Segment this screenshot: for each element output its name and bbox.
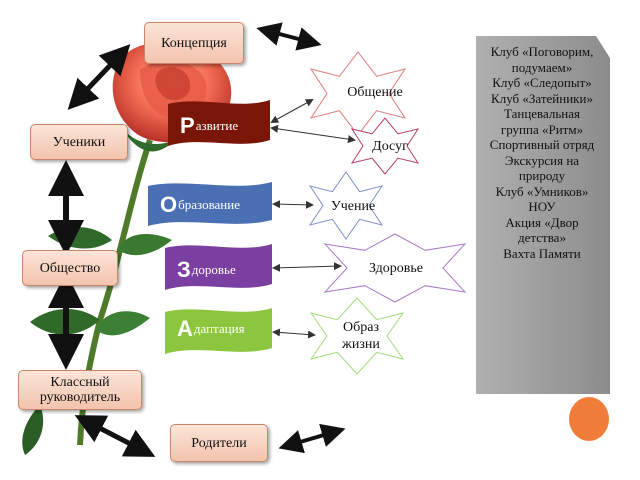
banner-zdorove-shape (165, 244, 272, 290)
star-obraz-zhizni (309, 297, 405, 375)
activity-item: Спортивный отряд (489, 137, 595, 152)
activities-panel (476, 36, 610, 394)
banner-adaptatsiya-initial: А (177, 316, 193, 341)
star-dosug (350, 117, 420, 175)
star-uchenie-label: Учение (330, 198, 376, 214)
activity-item: НОУ (528, 199, 556, 214)
activity-item: Танцевальная группа «Ритм» (500, 106, 584, 137)
banner-obrazovanie-rest: бразование (178, 197, 240, 212)
teacher-box: Классный руководитель (18, 370, 142, 410)
arrow-adaptatsiya-obraz (272, 328, 316, 339)
banner-zdorove-rest: доровье (191, 262, 236, 277)
star-uchenie (308, 171, 384, 240)
arrow-obrazovanie-uchenie (272, 200, 314, 209)
star-obraz-zhizni-label: Образ жизни (342, 320, 380, 352)
parents-box: Родители (170, 424, 268, 462)
star-dosug-label: Досуг (372, 138, 408, 154)
banner-adaptatsiya-rest: даптация (193, 321, 245, 336)
banner-zdorove-initial: З (177, 257, 191, 282)
bold-arrow-concept-right (256, 22, 322, 51)
bold-arrow-parents-right (278, 423, 346, 454)
banner-razvitie-initial: Р (180, 113, 195, 138)
star-zdorove-label: Здоровье (369, 260, 423, 276)
orange-ellipse-decoration (569, 397, 609, 441)
activity-item: Клуб «Поговорим, подумаем» (490, 44, 594, 75)
activity-item: Клуб «Затейники» (491, 90, 593, 106)
banner-obrazovanie-initial: О (160, 192, 178, 217)
bold-arrow-teacher-parents (74, 415, 156, 457)
bold-arrow-concept-students (67, 44, 131, 110)
activity-item: Акция «Двор детства» (505, 214, 579, 246)
arrow-razvitie-dosug (270, 124, 356, 144)
arrow-razvitie-obshchenie (270, 99, 314, 123)
star-zdorove (323, 233, 467, 303)
banner-obrazovanie-shape (148, 182, 272, 226)
activity-item: Клуб «Умников» (495, 183, 589, 199)
activity-item: Экскурсия на природу (504, 152, 580, 184)
banner-razvitie-rest: азвитие (195, 118, 239, 133)
society-box: Общество (22, 250, 118, 286)
students-box: Ученики (30, 124, 128, 160)
banner-adaptatsiya-shape (165, 308, 272, 354)
activity-item: Вахта Памяти (503, 245, 581, 261)
activity-item: Клуб «Следопыт» (492, 75, 592, 90)
star-obshchenie-label: Общение (347, 84, 403, 100)
banner-razvitie-shape (168, 100, 270, 146)
concept-box: Концепция (144, 22, 244, 64)
activities-list: Клуб «Поговорим, подумаем» Клуб «Следопы… (484, 44, 600, 261)
arrow-zdorove-star (272, 262, 342, 272)
